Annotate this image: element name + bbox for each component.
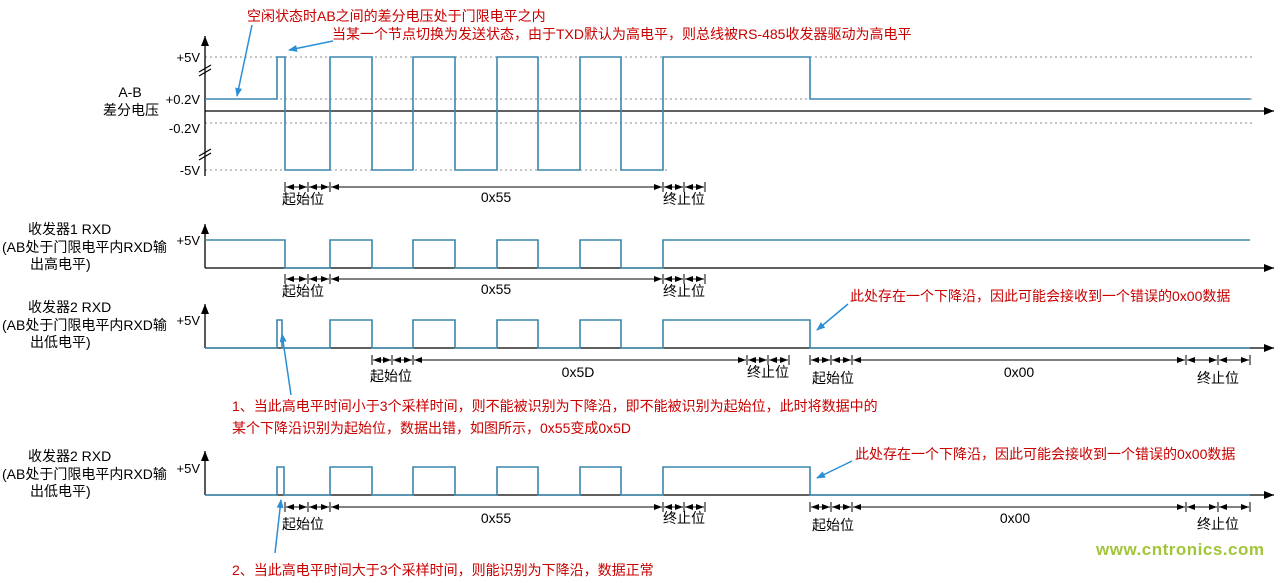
row-label-rxd2-case2: 出低电平) (30, 483, 91, 499)
row-label-rxd1: 收发器1 RXD (28, 221, 111, 237)
note-node-switch-high: 当某一个节点切换为发送状态，由于TXD默认为高电平，则总线被RS-485收发器驱… (332, 26, 911, 42)
bit-field-label: 0x55 (481, 281, 512, 297)
bit-field-label: 终止位 (663, 510, 705, 526)
bit-field-label: 0x55 (481, 510, 512, 526)
row-label-rxd2-case1: (AB处于门限电平内RXD输 (2, 317, 167, 333)
note2: 2、当此高电平时间大于3个采样时间，则能识别为下降沿，数据正常 (232, 562, 654, 578)
bit-field-label: 起始位 (812, 370, 854, 386)
row-label-rxd2-case1: 收发器2 RXD (28, 299, 111, 315)
bit-field-label: 起始位 (370, 368, 412, 384)
row-label-rxd2-case1: 出低电平) (30, 334, 91, 350)
bit-field-label: 起始位 (282, 283, 324, 299)
arrow-narrow-pulse-row3 (279, 333, 292, 396)
bit-field-label: 0x00 (1004, 364, 1035, 380)
row-label-rxd1: 出高电平) (30, 256, 91, 272)
row-label-rxd2-case2: (AB处于门限电平内RXD输 (2, 466, 167, 482)
arrow-falling-edge-row4 (816, 460, 853, 479)
bit-field-label: 起始位 (282, 191, 324, 207)
note-idle-threshold: 空闲状态时AB之间的差分电压处于门限电平之内 (247, 8, 546, 24)
axis-break-mark (198, 64, 212, 77)
note1-line1: 1、当此高电平时间小于3个采样时间，则不能被识别为下降沿，即不能被识别为起始位，… (232, 398, 878, 414)
watermark: www.cntronics.com (1096, 540, 1265, 559)
bit-field-label: 0x5D (562, 364, 595, 380)
waveform-rxd2-case1 (205, 319, 1250, 349)
waveform-ab-differential (205, 56, 1250, 171)
voltage-label: -5V (180, 163, 201, 178)
note-falling-edge-row3: 此处存在一个下降沿，因此可能会接收到一个错误的0x00数据 (850, 288, 1230, 304)
bit-field-label: 终止位 (663, 283, 705, 299)
bit-field-label: 终止位 (1197, 370, 1239, 386)
arrow-idle-line (235, 24, 253, 97)
bit-field-label: 终止位 (663, 191, 705, 207)
bit-field-label: 终止位 (747, 364, 789, 380)
arrow-pulse-row4 (274, 499, 284, 554)
note1-line2: 某个下降沿识别为起始位，数据出错，如图所示，0x55变成0x5D (232, 420, 631, 436)
note-falling-edge-row4: 此处存在一个下降沿，因此可能会接收到一个错误的0x00数据 (855, 446, 1235, 462)
row-label-ab-differential: 差分电压 (103, 102, 159, 118)
bit-field-label: 起始位 (812, 517, 854, 533)
waveform-rxd2-case2 (205, 466, 1250, 496)
voltage-label: +5V (177, 50, 201, 65)
waveform-rxd1 (205, 239, 1250, 269)
bit-field-label: 0x00 (1000, 510, 1031, 526)
arrow-rising-edge (288, 40, 334, 52)
voltage-label: -0.2V (169, 121, 200, 136)
voltage-label: +0.2V (166, 92, 201, 107)
voltage-label: +5V (177, 461, 201, 476)
bit-field-label: 0x55 (481, 189, 512, 205)
voltage-label: +5V (177, 313, 201, 328)
row-label-rxd1: (AB处于门限电平内RXD输 (2, 239, 167, 255)
row-label-rxd2-case2: 收发器2 RXD (28, 448, 111, 464)
row-label-ab-differential: A-B (118, 84, 141, 100)
bit-field-label: 终止位 (1197, 516, 1239, 532)
bit-field-label: 起始位 (282, 516, 324, 532)
voltage-label: +5V (177, 233, 201, 248)
axis-break-mark (198, 148, 212, 161)
arrow-falling-edge-row3 (816, 303, 849, 331)
